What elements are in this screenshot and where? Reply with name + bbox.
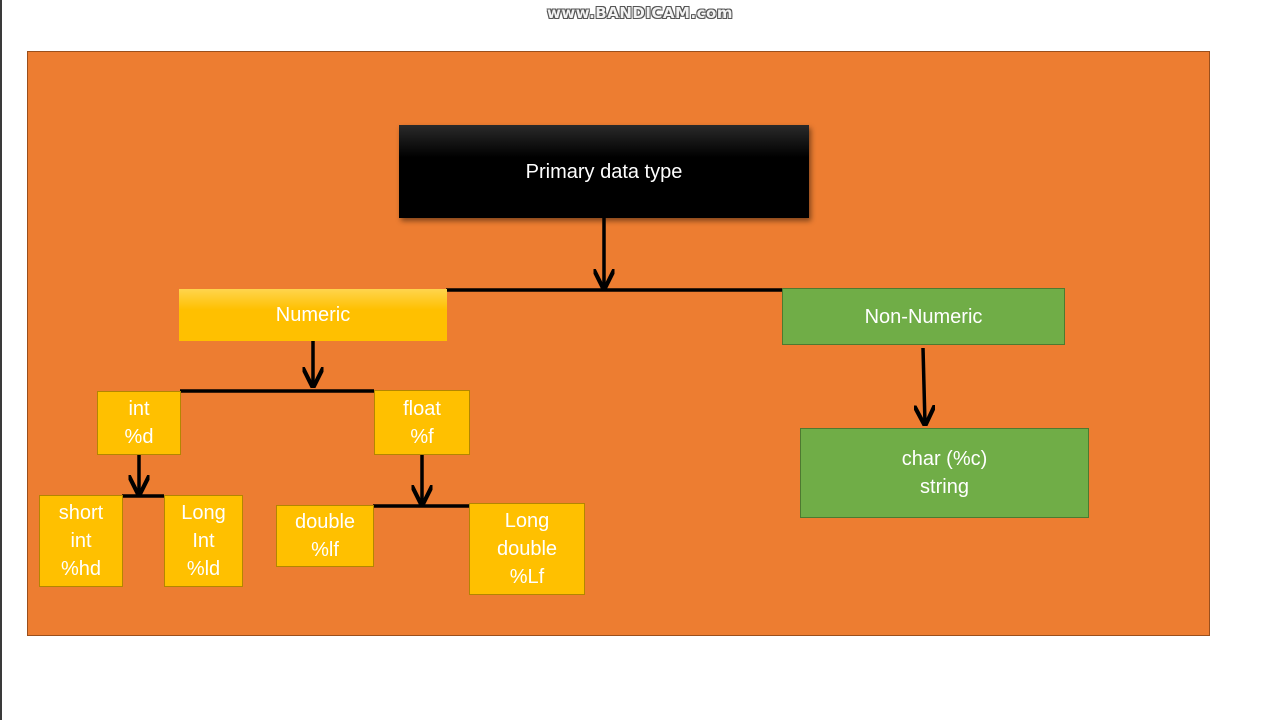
node-numeric: Numeric [179,289,447,341]
node-non-numeric: Non-Numeric [782,288,1065,345]
node-primary-data-type: Primary data type [399,125,809,218]
node-float: float %f [374,390,470,455]
node-char-string: char (%c) string [800,428,1089,518]
node-short-int: short int %hd [39,495,123,587]
node-int: int %d [97,391,181,455]
window-edge [0,0,2,720]
watermark: www.BANDICAM.com [546,4,733,22]
node-double: double %lf [276,505,374,567]
node-long-int: Long Int %ld [164,495,243,587]
node-long-double: Long double %Lf [469,503,585,595]
